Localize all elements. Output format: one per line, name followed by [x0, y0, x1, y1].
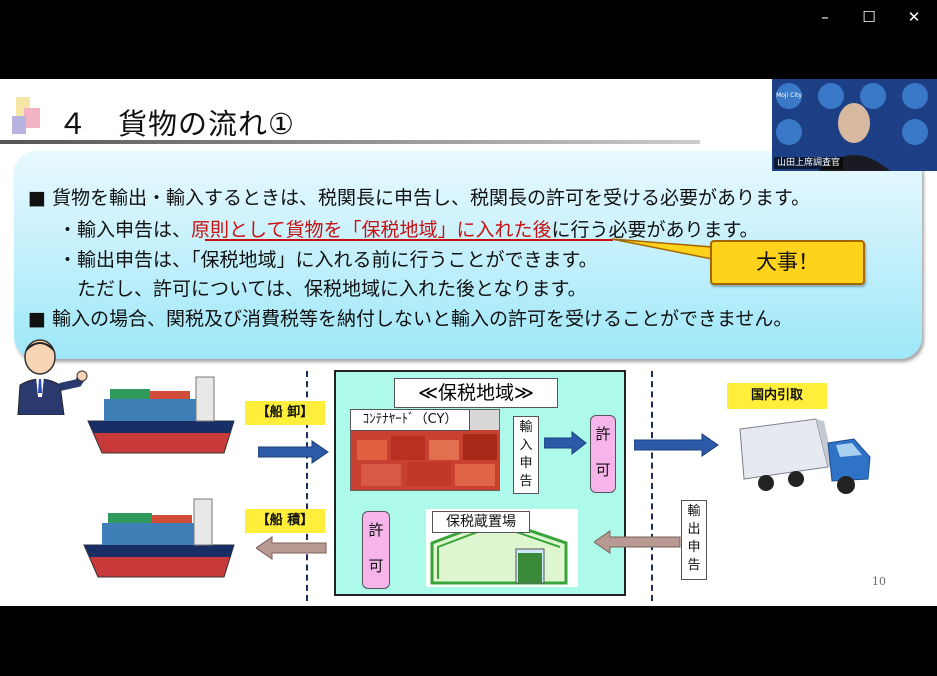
bullet-2: ■ 輸入の場合、関税及び消費税等を納付しないと輸入の許可を受けることができません…	[28, 308, 793, 330]
bottom-bar	[0, 606, 937, 676]
window-titlebar: – ☐ ✕	[0, 0, 937, 79]
city-logo: Moji City	[776, 83, 802, 109]
container-ship-icon	[87, 376, 235, 454]
maximize-icon[interactable]: ☐	[862, 8, 876, 26]
arrow-left-icon	[594, 530, 681, 554]
bullet-1b: ・輸出申告は、「保税地域」に入れる前に行うことができます。	[58, 249, 598, 271]
bullet-1a-highlight: 原則として貨物を「保税地域」に入れた後	[191, 219, 552, 241]
presenter-caption: 山田上席調査官	[774, 157, 844, 169]
city-logo	[902, 83, 928, 109]
import-declaration-label: 輸 入 申 告	[513, 416, 539, 494]
city-logo	[818, 83, 844, 109]
bullet-1: ■ 貨物を輸出・輸入するときは、税関長に申告し、税関長の許可を受ける必要がありま…	[28, 187, 811, 209]
bullet-1a-prefix: ・輸入申告は、	[58, 219, 192, 241]
callout-pointer	[611, 238, 713, 260]
slide-title: ４ 貨物の流れ①	[58, 107, 295, 141]
presenter-clipart	[17, 339, 88, 415]
import-decl-char: 輸	[519, 420, 533, 435]
arrow-right-icon	[634, 433, 719, 457]
unloading-label: 【船 卸】	[245, 401, 325, 425]
domestic-pickup-label: 国内引取	[727, 383, 827, 409]
bonded-area-title: ≪保税地域≫	[394, 378, 558, 408]
import-decl-char: 入	[519, 438, 533, 453]
export-declaration-label: 輸 出 申 告	[681, 500, 707, 580]
dashed-boundary	[651, 371, 653, 601]
import-decl-char: 告	[519, 474, 533, 489]
city-logo	[776, 119, 802, 145]
container-ship-icon	[83, 498, 235, 578]
highlight-underline	[205, 239, 613, 241]
arrow-right-icon	[258, 440, 329, 464]
permit-char: 可	[368, 557, 384, 575]
export-decl-char: 輸	[687, 504, 701, 519]
arrow-right-icon	[544, 431, 587, 455]
page-number: 10	[872, 575, 886, 588]
permit-char: 許	[368, 521, 384, 539]
bonded-warehouse-label: 保税蔵置場	[432, 511, 530, 533]
bonded-warehouse-image	[426, 509, 578, 587]
permit-char: 可	[595, 461, 611, 479]
import-decl-char: 申	[519, 456, 533, 471]
loading-label: 【船 積】	[245, 509, 325, 533]
export-decl-char: 出	[687, 522, 701, 537]
important-callout: 大事！	[710, 240, 865, 285]
dashed-boundary	[306, 371, 308, 601]
permit-badge: 許 可	[590, 415, 616, 493]
city-logo	[860, 83, 886, 109]
bullet-1a: ・輸入申告は、原則として貨物を「保税地域」に入れた後に行う必要があります。	[58, 215, 759, 242]
close-icon[interactable]: ✕	[907, 8, 921, 26]
permit-badge: 許 可	[362, 511, 390, 589]
bullet-1a-suffix: に行う必要があります。	[551, 219, 759, 241]
title-decoration	[24, 108, 40, 128]
presenter-video: Moji City 山田上席調査官	[772, 79, 937, 171]
minimize-icon[interactable]: –	[821, 8, 829, 26]
export-decl-char: 申	[687, 540, 701, 555]
title-decoration	[12, 116, 26, 134]
bullet-1c: ただし、許可については、保税地域に入れた後となります。	[77, 278, 587, 300]
title-underline	[0, 140, 700, 144]
permit-char: 許	[595, 425, 611, 443]
city-logo	[902, 119, 928, 145]
presentation-slide: ４ 貨物の流れ① ■ 貨物を輸出・輸入するときは、税関長に申告し、税関長の許可を…	[0, 79, 937, 606]
export-decl-char: 告	[687, 558, 701, 573]
truck-icon	[739, 418, 871, 494]
container-yard-label: ｺﾝﾃﾅﾔｰﾄﾞ（CY）	[350, 409, 470, 431]
arrow-left-icon	[256, 536, 327, 560]
